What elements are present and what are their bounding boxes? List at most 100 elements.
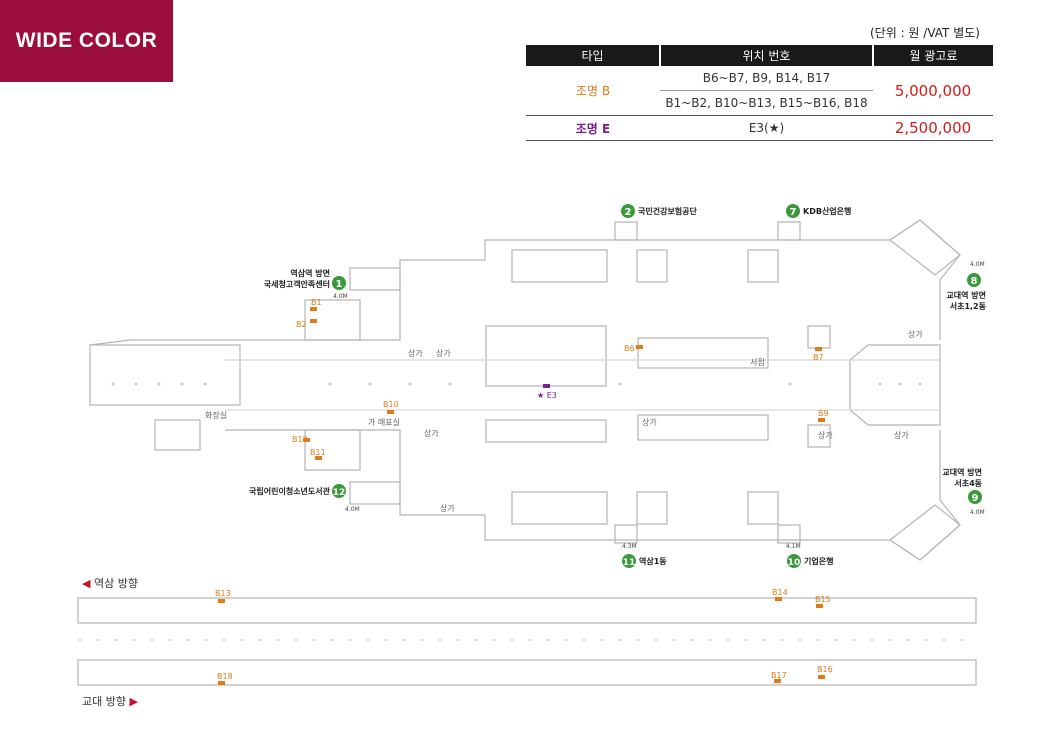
exit-number: 10 — [788, 558, 801, 568]
arrow-right-icon: ▶ — [125, 695, 138, 708]
direction-down: 교대 방향 ▶ — [82, 693, 138, 709]
marker-b16 — [818, 675, 825, 679]
marker-b10 — [387, 410, 394, 414]
header-location: 위치 번호 — [659, 45, 873, 66]
label-e3: ★ E3 — [537, 391, 557, 400]
row-location: B6~B7, B9, B14, B17 — [660, 66, 873, 91]
marker-b11 — [315, 456, 322, 460]
exit-label: 국세청고객안족센터 — [264, 279, 330, 289]
marker-b17 — [774, 679, 781, 683]
table-row: 조명 B B6~B7, B9, B14, B17 5,000,000 — [526, 66, 993, 116]
exit-label: 교대역 방면 — [942, 467, 982, 477]
label-b9: B9 — [818, 409, 829, 418]
room-office: 서점 — [750, 357, 765, 367]
marker-b15 — [816, 604, 823, 608]
label-b1: B1 — [311, 298, 322, 307]
exit-label: 국립어린이청소년도서관 — [249, 486, 331, 496]
label-b16: B16 — [817, 665, 833, 674]
exit-label: 서초4동 — [954, 478, 982, 488]
table-row: 조명 E E3(★) 2,500,000 — [526, 115, 993, 141]
room-shop: 상가 — [818, 430, 833, 440]
room-shop: 상가 — [894, 430, 909, 440]
unit-note: (단위 : 원 /VAT 별도) — [870, 26, 980, 40]
direction-down-label: 교대 방향 — [82, 695, 126, 708]
label-b13: B13 — [215, 589, 231, 598]
exit-height: 4.0M — [333, 293, 348, 300]
table-row: B1~B2, B10~B13, B15~B16, B18 — [526, 90, 993, 116]
header-price: 월 광고료 — [872, 45, 993, 66]
exit-7: 7 KDB산업은행 — [786, 204, 851, 218]
exit-1: 1 역삼역 방면 국세청고객안족센터 4.0M — [264, 268, 348, 300]
exit-label: 역삼역 방면 — [290, 268, 330, 278]
room-labels: 화장실 상가 상가 가 매표실 상가 상가 서점 상가 상가 상가 상가 — [205, 329, 923, 513]
direction-up-label: 역삼 방향 — [93, 577, 138, 590]
room-shop: 상가 — [408, 348, 423, 358]
exit-number: 8 — [971, 276, 978, 287]
room-shop: 상가 — [436, 348, 451, 358]
exit-height: 4.3M — [622, 543, 637, 550]
platforms — [77, 597, 977, 686]
ad-markers: B1 B2 B6 B7 B9 B10 B11 B12 B13 B14 B15 B… — [215, 298, 833, 685]
marker-b12 — [303, 438, 310, 442]
exit-height: 4.1M — [786, 543, 801, 550]
label-b11: B11 — [310, 448, 326, 457]
room-shop: 상가 — [908, 329, 923, 339]
room-ticket: 가 매표실 — [368, 417, 400, 427]
header-type: 타입 — [526, 45, 660, 66]
exit-label: KDB산업은행 — [803, 206, 851, 216]
marker-b6 — [636, 345, 643, 349]
exit-12: 12 국립어린이청소년도서관 4.0M — [249, 484, 360, 513]
label-b10: B10 — [383, 400, 399, 409]
row-location: B1~B2, B10~B13, B15~B16, B18 — [660, 90, 873, 116]
pricing-header-row: 타입 위치 번호 월 광고료 — [526, 45, 993, 66]
exit-label: 기업은행 — [804, 556, 833, 566]
marker-b14 — [775, 597, 782, 601]
marker-b9 — [818, 418, 825, 422]
marker-b1 — [310, 307, 317, 311]
arrow-left-icon: ◀ — [82, 577, 94, 590]
exit-9: 교대역 방면 서초4동 9 4.0M — [942, 467, 984, 516]
label-b7: B7 — [813, 353, 824, 362]
row-price: 5,000,000 — [873, 66, 993, 116]
marker-e3 — [543, 384, 550, 388]
exit-height: 4.0M — [970, 261, 985, 268]
label-b12: B12 — [292, 435, 308, 444]
marker-b7 — [815, 347, 822, 351]
brand-title: WIDE COLOR — [15, 29, 158, 52]
exit-11: 4.3M 11 역삼1동 — [622, 543, 667, 568]
room-restroom: 화장실 — [205, 410, 227, 420]
label-b15: B15 — [815, 595, 831, 604]
column-dots — [111, 382, 922, 386]
label-b14: B14 — [772, 588, 788, 597]
exit-number: 2 — [625, 207, 632, 218]
label-b6: B6 — [624, 344, 635, 353]
room-shop: 상가 — [424, 428, 439, 438]
exit-number: 1 — [336, 279, 343, 290]
marker-b2 — [310, 319, 317, 323]
room-shop: 상가 — [440, 503, 455, 513]
label-b2: B2 — [296, 320, 307, 329]
exit-10: 4.1M 10 기업은행 — [786, 543, 833, 568]
exit-number: 11 — [623, 558, 636, 568]
exit-height: 4.0M — [970, 509, 985, 516]
exit-label: 교대역 방면 — [946, 290, 986, 300]
exit-8: 8 교대역 방면 서초1,2동 4.0M — [946, 261, 986, 311]
exit-label: 역삼1동 — [639, 556, 667, 566]
row-price: 2,500,000 — [873, 115, 993, 141]
direction-up: ◀ 역삼 방향 — [82, 575, 138, 591]
concourse-walls — [89, 219, 961, 561]
row-type: 조명 E — [526, 115, 660, 141]
pricing-table: 타입 위치 번호 월 광고료 조명 B B6~B7, B9, B14, B17 … — [526, 45, 993, 141]
exit-number: 7 — [790, 207, 797, 218]
exit-number: 9 — [972, 493, 979, 504]
exits: 1 역삼역 방면 국세청고객안족센터 4.0M 2 국민건강보험공단 7 KDB… — [249, 204, 987, 568]
row-location: E3(★) — [660, 115, 873, 141]
exit-height: 4.0M — [345, 506, 360, 513]
marker-b13 — [218, 599, 225, 603]
exit-label: 국민건강보험공단 — [638, 206, 698, 216]
exit-2: 2 국민건강보험공단 — [621, 204, 698, 218]
room-shop: 상가 — [642, 417, 657, 427]
label-b17: B17 — [771, 671, 787, 680]
row-type: 조명 B — [526, 66, 660, 116]
